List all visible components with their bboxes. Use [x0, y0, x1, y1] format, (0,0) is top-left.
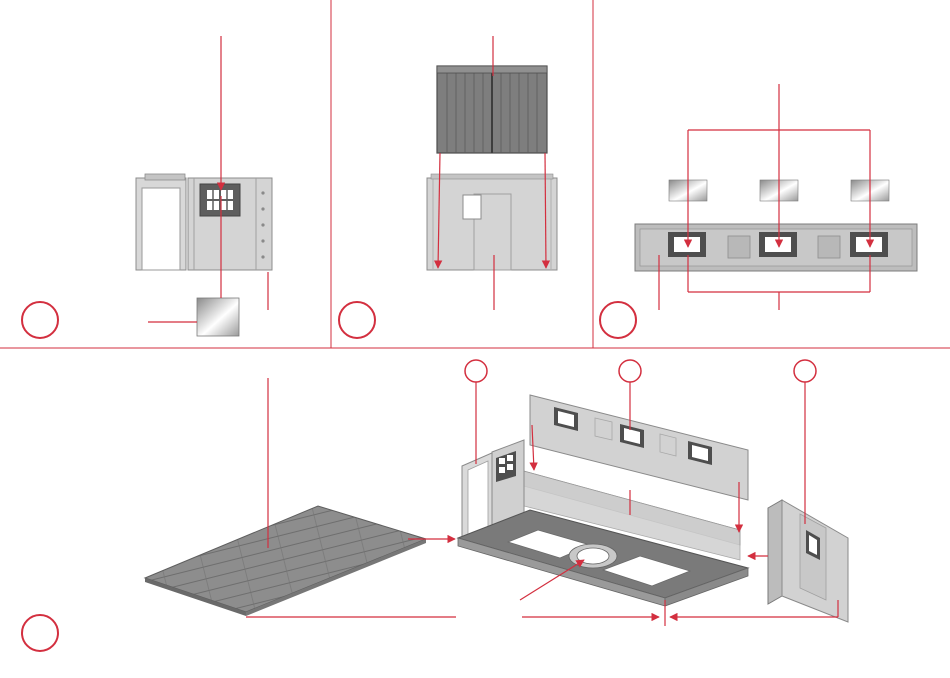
ref-b-circle — [619, 360, 641, 382]
step-3-panel — [635, 84, 917, 310]
ref-a-circle — [465, 360, 487, 382]
floor-plate-part-icon — [145, 506, 426, 616]
step-4-circle — [22, 615, 58, 651]
step-3-circle — [600, 302, 636, 338]
step-1-circle — [22, 302, 58, 338]
front-wall-part-icon — [768, 500, 848, 622]
step-4-panel — [145, 360, 848, 626]
base-plate-part-icon — [458, 395, 748, 606]
long-wall-part-icon — [635, 224, 917, 271]
wooden-door-part-icon — [437, 66, 547, 153]
side-wall-part-icon — [136, 174, 272, 270]
ref-c-circle — [794, 360, 816, 382]
window-glazing-icon — [197, 298, 239, 336]
step-2-circle — [339, 302, 375, 338]
step-1-panel — [136, 36, 272, 336]
step-2-panel — [427, 36, 557, 310]
front-wall-part-icon — [427, 174, 557, 270]
reference-markers — [465, 360, 816, 382]
